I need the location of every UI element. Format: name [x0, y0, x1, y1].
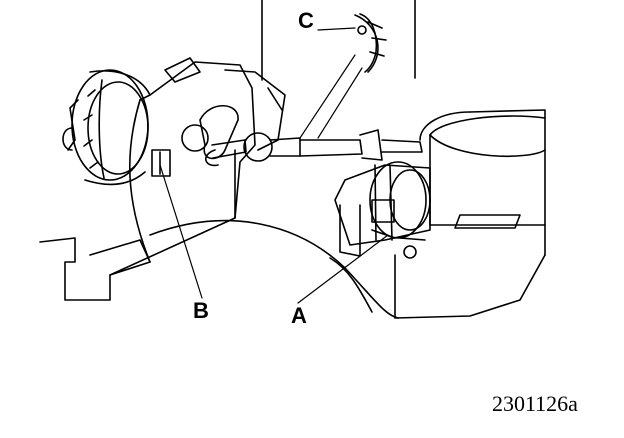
leader-b [159, 164, 203, 299]
leader-a [297, 234, 389, 304]
ball-joint-rod [205, 129, 423, 167]
leader-c-a [299, 54, 356, 139]
clip-detail [354, 13, 387, 73]
lever-bracket [39, 57, 286, 301]
figure-number: 2301126a [492, 391, 578, 416]
background-panel [149, 0, 546, 319]
leader-c-b [317, 67, 363, 139]
cable-drum [62, 69, 151, 186]
callout-label-b: B [193, 298, 209, 323]
callout-label-c: C [298, 8, 314, 33]
leader-c-top [317, 27, 356, 31]
callout-label-a: A [291, 303, 307, 328]
callout-leaders [159, 27, 389, 304]
throttle-body [334, 115, 546, 259]
